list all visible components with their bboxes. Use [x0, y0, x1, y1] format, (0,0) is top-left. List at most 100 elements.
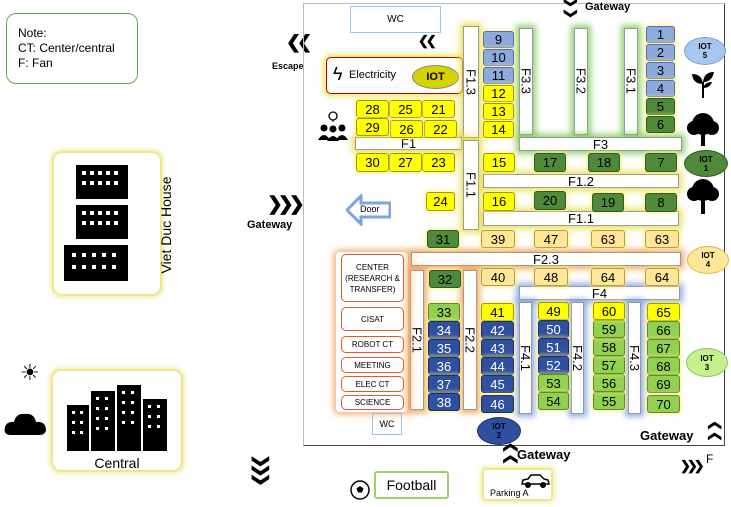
- escape-label: Escape: [272, 61, 304, 71]
- gateway-bottom-arrow-icon: ❯❯: [501, 441, 518, 466]
- slot-41[interactable]: 41: [481, 303, 514, 321]
- slot-23[interactable]: 23: [422, 153, 455, 172]
- slot-47[interactable]: 47: [534, 230, 568, 248]
- slot-4[interactable]: 4: [646, 80, 675, 97]
- slot-33[interactable]: 33: [428, 303, 460, 321]
- slot-36[interactable]: 36: [428, 357, 460, 375]
- gateway-right-arrow-icon: ❯❯: [705, 420, 721, 442]
- gateway-top-arrow-icon: ❯❯: [563, 0, 579, 19]
- slot-27[interactable]: 27: [389, 153, 422, 172]
- slot-35[interactable]: 35: [428, 339, 460, 357]
- dept-meeting: MEETING: [341, 357, 404, 373]
- slot-63-row1-right[interactable]: 63: [645, 230, 679, 248]
- slot-37[interactable]: 37: [428, 375, 460, 393]
- slot-48[interactable]: 48: [534, 268, 568, 286]
- plant-icon: [690, 70, 716, 103]
- slot-70[interactable]: 70: [647, 395, 680, 413]
- slot-10[interactable]: 10: [483, 49, 514, 66]
- slot-24[interactable]: 24: [426, 192, 455, 211]
- fan-f2-1: F2.1: [410, 270, 425, 410]
- viet-duc-building-icon: [64, 165, 128, 281]
- slot-50[interactable]: 50: [538, 320, 569, 338]
- slot-16[interactable]: 16: [483, 192, 515, 211]
- slot-59[interactable]: 59: [593, 320, 625, 338]
- iot5-number: 5: [702, 51, 708, 60]
- slot-29[interactable]: 29: [356, 118, 389, 136]
- slot-56[interactable]: 56: [593, 374, 625, 392]
- slot-52[interactable]: 52: [538, 356, 569, 374]
- slot-6[interactable]: 6: [646, 116, 675, 133]
- iot1-number: 1: [703, 163, 709, 173]
- slot-69[interactable]: 69: [647, 375, 680, 393]
- slot-2[interactable]: 2: [646, 44, 675, 61]
- people-idea-icon: [318, 108, 348, 142]
- slot-30[interactable]: 30: [356, 153, 389, 172]
- slot-68[interactable]: 68: [647, 357, 680, 375]
- slot-15[interactable]: 15: [483, 153, 515, 172]
- slot-19[interactable]: 19: [592, 193, 624, 212]
- slot-43[interactable]: 43: [481, 339, 514, 357]
- slot-57[interactable]: 57: [593, 356, 625, 374]
- door-label: Door: [360, 204, 380, 214]
- gateway-bottom-label: Gateway: [517, 447, 571, 462]
- slot-60[interactable]: 60: [593, 302, 625, 320]
- slot-12[interactable]: 12: [483, 85, 514, 102]
- slot-17[interactable]: 17: [534, 153, 566, 172]
- slot-22[interactable]: 22: [424, 120, 457, 138]
- iot2-label: IOT: [492, 422, 506, 431]
- slot-28[interactable]: 28: [356, 100, 389, 118]
- slot-55[interactable]: 55: [593, 392, 625, 410]
- slot-14[interactable]: 14: [483, 121, 514, 138]
- iot3-label: IOT: [700, 353, 714, 363]
- slot-5[interactable]: 5: [646, 98, 675, 115]
- slot-13[interactable]: 13: [483, 103, 514, 120]
- dept-science: SCIENCE: [341, 395, 404, 410]
- slot-34[interactable]: 34: [428, 321, 460, 339]
- iot3-number: 3: [704, 362, 710, 372]
- slot-39[interactable]: 39: [481, 230, 515, 248]
- slot-54[interactable]: 54: [538, 392, 569, 410]
- fan-f3-1: F3.1: [624, 28, 639, 135]
- slot-67[interactable]: 67: [647, 339, 680, 357]
- slot-40[interactable]: 40: [481, 268, 515, 286]
- slot-45[interactable]: 45: [481, 375, 514, 393]
- door-arrow-icon: [344, 192, 392, 228]
- slot-66[interactable]: 66: [647, 321, 680, 339]
- slot-7[interactable]: 7: [645, 153, 677, 172]
- slot-51[interactable]: 51: [538, 338, 569, 356]
- slot-9[interactable]: 9: [483, 31, 514, 48]
- slot-3[interactable]: 3: [646, 62, 675, 79]
- slot-25[interactable]: 25: [389, 100, 422, 118]
- electricity-box: ϟ Electricity IOT: [326, 57, 463, 94]
- iot2-number: 2: [496, 431, 502, 440]
- wc-top: WC: [350, 6, 441, 33]
- slot-26[interactable]: 26: [390, 120, 423, 138]
- slot-53[interactable]: 53: [538, 374, 569, 392]
- slot-31[interactable]: 31: [427, 230, 459, 248]
- slot-42[interactable]: 42: [481, 321, 514, 339]
- slot-64[interactable]: 64: [591, 268, 625, 286]
- slot-1[interactable]: 1: [646, 26, 675, 43]
- lightning-icon: ϟ: [333, 64, 343, 84]
- wc-bottom: WC: [372, 413, 402, 435]
- electricity-label: Electricity: [349, 69, 397, 81]
- slot-46[interactable]: 46: [481, 395, 514, 413]
- fan-f4-3: F4.3: [627, 302, 642, 414]
- slot-32[interactable]: 32: [429, 270, 461, 288]
- dept-robot: ROBOT CT: [341, 336, 404, 353]
- slot-58[interactable]: 58: [593, 338, 625, 356]
- slot-18[interactable]: 18: [588, 153, 620, 172]
- slot-21[interactable]: 21: [422, 100, 455, 118]
- slot-11[interactable]: 11: [483, 67, 514, 84]
- slot-65[interactable]: 65: [647, 303, 680, 321]
- gateway-top-label: Gateway: [585, 1, 631, 13]
- slot-20[interactable]: 20: [534, 191, 566, 210]
- slot-63-row1[interactable]: 63: [591, 230, 625, 248]
- slot-49[interactable]: 49: [538, 302, 569, 320]
- slot-64-right[interactable]: 64: [645, 268, 679, 286]
- slot-44[interactable]: 44: [481, 357, 514, 375]
- central-label: Central: [94, 455, 140, 471]
- slot-38[interactable]: 38: [428, 393, 460, 411]
- slot-8[interactable]: 8: [645, 193, 677, 212]
